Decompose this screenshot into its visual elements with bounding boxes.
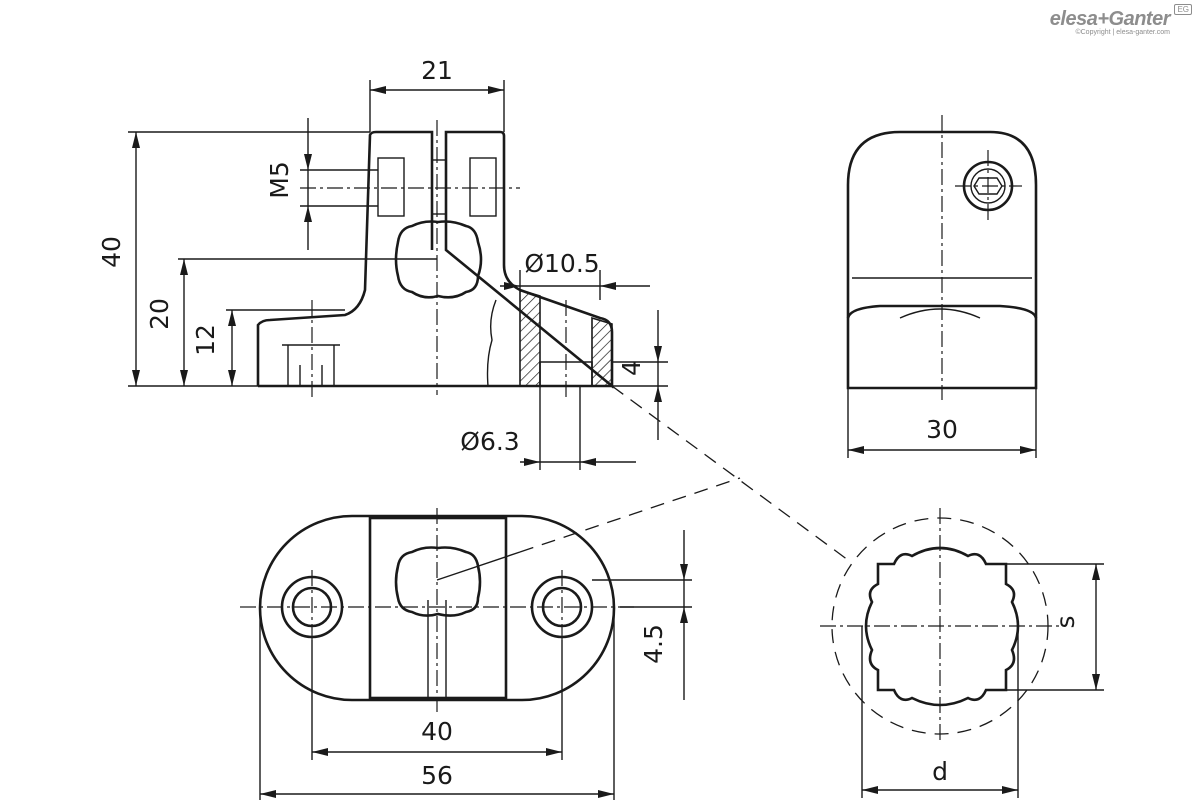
dim-hole-diameter: Ø6.3 [460,427,519,456]
front-view-dimensions: 21 40 20 12 M5 Ø10.5 [97,56,668,470]
side-view-dimensions: 30 [847,388,1037,458]
detail-view [820,508,1060,744]
dim-thread: M5 [265,161,294,198]
brand-logo: elesa+Ganter ©Copyright | elesa-ganter.c… [1049,4,1192,36]
detail-leader-lines [519,385,849,561]
dim-detail-d: d [932,757,948,786]
side-view [846,115,1038,400]
dim-side-width: 30 [926,415,958,444]
brand-badge: EG [1174,4,1192,15]
dim-hole-pitch: 40 [421,717,453,746]
detail-dimensions: s d [861,563,1104,798]
brand-name: elesa+Ganter [1049,8,1171,30]
front-view [256,120,614,398]
dim-base-length: 56 [421,761,453,790]
dim-detail-s: s [1051,615,1080,628]
dim-hole-counterbore: Ø10.5 [524,249,599,278]
dim-width-top: 21 [421,56,453,85]
dim-height-axis: 20 [145,298,174,330]
dim-height-base: 12 [191,324,220,356]
brand-copyright: ©Copyright | elesa-ganter.com [1075,29,1170,36]
dim-hole-offset: 4.5 [639,624,668,664]
dim-base-thickness: 4 [617,360,646,376]
top-view-dimensions: 40 56 4.5 [259,530,692,800]
dim-height-total: 40 [97,236,126,268]
top-view [240,508,636,712]
